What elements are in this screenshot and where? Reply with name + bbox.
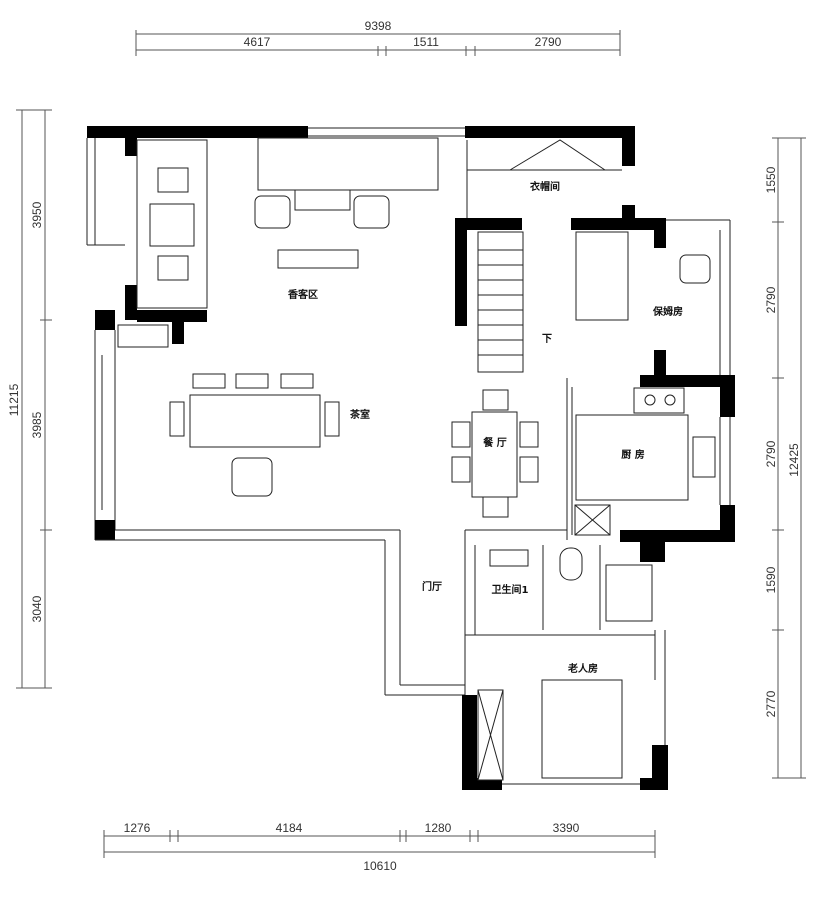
label-cloakroom: 衣帽间 bbox=[530, 180, 560, 193]
dim-top-2: 1511 bbox=[413, 35, 439, 49]
dim-right-4: 1590 bbox=[764, 566, 778, 593]
dim-top-3: 2790 bbox=[535, 35, 562, 49]
dim-bottom-3: 1280 bbox=[425, 821, 452, 835]
label-tea-room: 茶室 bbox=[349, 408, 370, 421]
label-bathroom: 卫生间1 bbox=[492, 583, 529, 596]
dim-bottom-1: 1276 bbox=[124, 821, 151, 835]
top-dimensions: 9398 4617 1511 2790 bbox=[135, 19, 621, 56]
right-dimensions: 1550 2790 2790 1590 2770 12425 bbox=[764, 137, 806, 779]
dim-top-total: 9398 bbox=[365, 19, 392, 33]
stairs bbox=[478, 249, 523, 356]
label-stairs-down: 下 bbox=[542, 333, 552, 345]
dim-right-total: 12425 bbox=[787, 443, 801, 477]
dim-right-2: 2790 bbox=[764, 286, 778, 313]
bottom-dimensions: 1276 4184 1280 3390 10610 bbox=[103, 821, 656, 873]
room-labels: 衣帽间 香客区 保姆房 下 茶室 餐 厅 厨 房 门厅 卫生间1 老人房 bbox=[288, 180, 683, 675]
dim-left-2: 3985 bbox=[30, 411, 44, 438]
dim-right-5: 2770 bbox=[764, 690, 778, 717]
furniture bbox=[117, 137, 716, 781]
dim-left-3: 3040 bbox=[30, 595, 44, 622]
label-dining: 餐 厅 bbox=[482, 436, 506, 449]
label-kitchen: 厨 房 bbox=[621, 448, 644, 461]
dim-right-1: 1550 bbox=[764, 166, 778, 193]
dim-bottom-4: 3390 bbox=[553, 821, 580, 835]
label-elder-room: 老人房 bbox=[567, 662, 598, 675]
label-nanny-room: 保姆房 bbox=[652, 305, 683, 318]
dim-right-3: 2790 bbox=[764, 440, 778, 467]
left-dimensions: 11215 3950 3985 3040 bbox=[7, 109, 52, 689]
dim-bottom-2: 4184 bbox=[276, 821, 303, 835]
label-guest-area: 香客区 bbox=[288, 288, 318, 301]
dim-left-1: 3950 bbox=[30, 201, 44, 228]
label-foyer: 门厅 bbox=[422, 580, 442, 593]
dim-left-total: 11215 bbox=[7, 383, 21, 416]
dim-bottom-total: 10610 bbox=[363, 859, 397, 873]
dim-top-1: 4617 bbox=[244, 35, 271, 49]
walls bbox=[86, 126, 735, 790]
